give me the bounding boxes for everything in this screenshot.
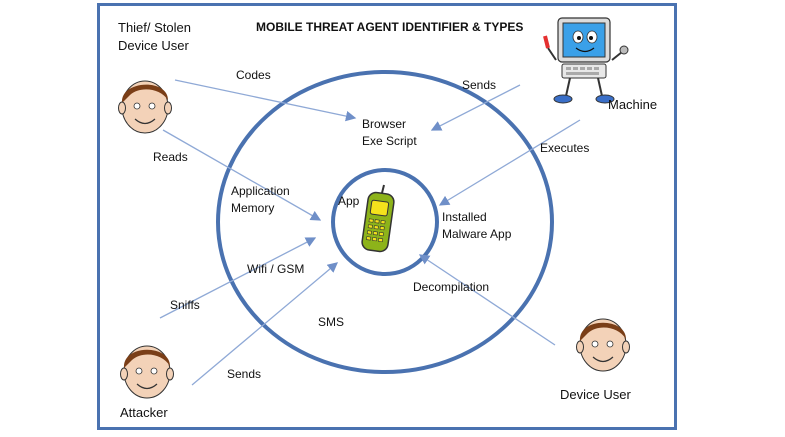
label-device-user: Device User	[560, 387, 631, 402]
label-exe-script: Exe Script	[362, 134, 417, 148]
label-thief-line2: Device User	[118, 38, 189, 53]
diagram-title: MOBILE THREAT AGENT IDENTIFIER & TYPES	[256, 20, 524, 34]
arrow-sends-machine	[430, 84, 521, 131]
label-thief-line1: Thief/ Stolen	[118, 20, 191, 35]
thief-face-icon	[118, 80, 172, 134]
arrow-reads	[162, 129, 322, 221]
label-decompilation: Decompilation	[413, 280, 490, 294]
inner-ring	[331, 168, 439, 276]
label-application: Application	[231, 184, 290, 198]
label-machine: Machine	[608, 97, 658, 112]
arrow-decompilation	[418, 254, 556, 346]
label-wifi-gsm: Wifi / GSM	[247, 262, 305, 276]
label-reads: Reads	[153, 150, 188, 164]
label-browser: Browser	[362, 117, 407, 131]
device-user-face-icon	[576, 318, 630, 372]
label-memory: Memory	[231, 201, 275, 215]
attacker-face-icon	[120, 345, 174, 399]
label-attacker: Attacker	[120, 405, 168, 420]
label-codes: Codes	[236, 68, 271, 82]
arrow-codes	[174, 79, 357, 122]
arrow-sniffs	[159, 237, 317, 319]
arrow-sends-attacker	[191, 262, 338, 386]
arrow-executes	[438, 119, 581, 206]
label-installed: Installed	[442, 210, 487, 224]
label-sends-attacker: Sends	[227, 367, 262, 381]
label-app: App	[338, 194, 360, 208]
label-sniffs: Sniffs	[170, 298, 200, 312]
label-sends-machine: Sends	[462, 78, 497, 92]
machine-computer-icon	[543, 17, 629, 104]
outer-ring	[216, 70, 554, 374]
phone-icon	[361, 184, 395, 253]
label-sms: SMS	[318, 315, 345, 329]
label-executes: Executes	[540, 141, 590, 155]
label-malware-app: Malware App	[442, 227, 512, 241]
